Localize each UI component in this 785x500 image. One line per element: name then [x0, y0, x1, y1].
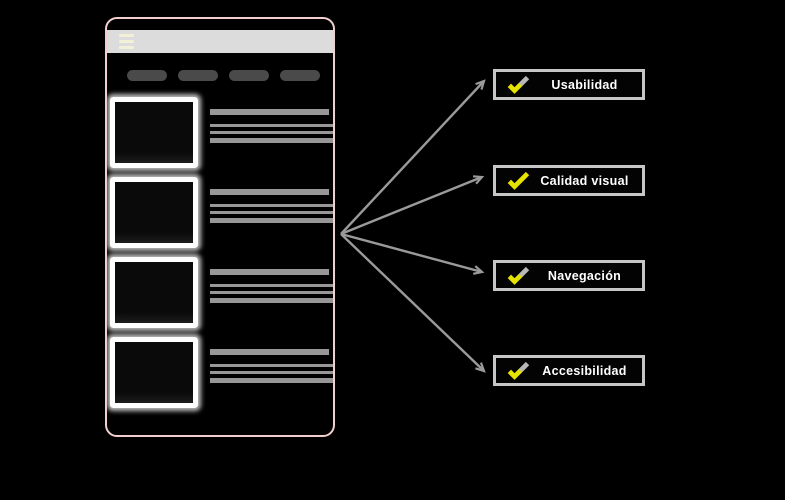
list-item	[110, 257, 333, 330]
check-icon	[507, 171, 530, 190]
list-item	[110, 177, 333, 250]
title-line	[210, 269, 329, 275]
thumbnail-placeholder	[110, 337, 198, 408]
nav-pill	[229, 70, 269, 81]
text-line	[210, 131, 333, 134]
text-line	[210, 124, 333, 127]
text-line	[210, 291, 333, 294]
title-line	[210, 109, 329, 115]
phone-wireframe	[105, 17, 335, 437]
criterion-box-navegacion: Navegación	[493, 260, 645, 291]
text-placeholder-block	[210, 189, 333, 223]
criterion-label: Accesibilidad	[542, 363, 627, 378]
criterion-label: Navegación	[547, 268, 622, 283]
text-line	[210, 138, 333, 143]
arrow-to-calidad-visual	[340, 175, 485, 236]
nav-pill	[280, 70, 320, 81]
text-line	[210, 378, 333, 383]
criterion-box-usabilidad: Usabilidad	[493, 69, 645, 100]
nav-pill	[127, 70, 167, 81]
nav-pill-row	[127, 70, 320, 81]
arrow-to-navegacion	[340, 232, 485, 275]
text-placeholder-block	[210, 349, 333, 383]
text-placeholder-block	[210, 269, 333, 303]
text-line	[210, 284, 333, 287]
app-header-bar	[107, 30, 333, 53]
thumbnail-placeholder	[110, 257, 198, 328]
check-icon	[507, 361, 530, 380]
thumbnail-placeholder	[110, 97, 198, 168]
title-line	[210, 349, 329, 355]
title-line	[210, 189, 329, 195]
criterion-label: Calidad visual	[540, 173, 629, 188]
text-line	[210, 364, 333, 367]
criterion-label: Usabilidad	[551, 77, 618, 92]
hamburger-menu-icon	[119, 34, 134, 49]
check-icon	[507, 75, 530, 94]
text-line	[210, 371, 333, 374]
criterion-box-accesibilidad: Accesibilidad	[493, 355, 645, 386]
arrow-to-usabilidad	[340, 79, 486, 235]
text-line	[210, 218, 333, 223]
criterion-box-calidad-visual: Calidad visual	[493, 165, 645, 196]
nav-pill	[178, 70, 218, 81]
list-item	[110, 337, 333, 410]
text-line	[210, 204, 333, 207]
text-line	[210, 298, 333, 303]
text-placeholder-block	[210, 109, 333, 143]
check-icon	[507, 266, 530, 285]
list-item	[110, 97, 333, 170]
text-line	[210, 211, 333, 214]
arrow-to-accesibilidad	[340, 233, 486, 373]
thumbnail-placeholder	[110, 177, 198, 248]
